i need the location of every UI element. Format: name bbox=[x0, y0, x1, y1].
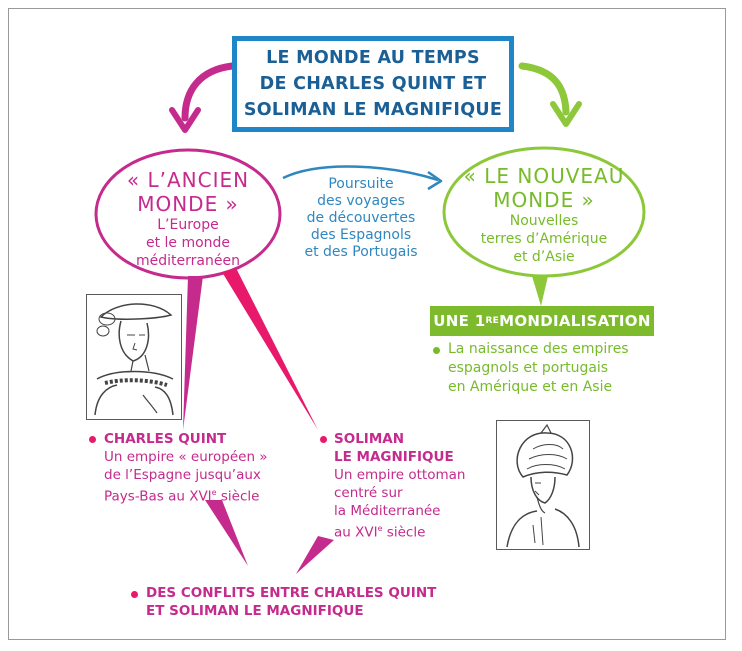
nouveau-subtitle-line: Nouvelles bbox=[509, 213, 579, 229]
charles-century-sup: e bbox=[211, 488, 217, 497]
nouveau-monde-text: « LE NOUVEAU MONDE » Nouvelles terres d’… bbox=[454, 164, 634, 266]
wedge-charles-to-conflits bbox=[205, 500, 248, 566]
charles-line: de l’Espagne jusqu’aux bbox=[104, 467, 261, 483]
ancien-subtitle-line: et le monde bbox=[145, 235, 231, 251]
nouveau-subtitle-line: et d’Asie bbox=[513, 249, 575, 265]
ancien-subtitle-line: L’Europe bbox=[157, 217, 219, 233]
mondialisation-line: en Amérique et en Asie bbox=[448, 379, 613, 395]
banner-text-pre: UNE 1 bbox=[433, 312, 486, 330]
ancien-title-line: MONDE » bbox=[137, 192, 239, 216]
charles-quint-drawing-icon bbox=[94, 303, 174, 416]
soliman-century-sup: e bbox=[377, 524, 383, 533]
soliman-line: la Méditerranée bbox=[334, 503, 441, 519]
soliman-portrait bbox=[496, 420, 590, 550]
wedge-to-soliman bbox=[222, 268, 318, 430]
voyages-line: de découvertes bbox=[306, 210, 416, 226]
conflits-item: DES CONFLITS ENTRE CHARLES QUINT ET SOLI… bbox=[146, 584, 436, 620]
arrow-head-nouveau bbox=[550, 101, 582, 127]
charles-quint-portrait bbox=[86, 294, 182, 420]
arrow-title-to-nouveau bbox=[518, 62, 570, 116]
mondialisation-line: La naissance des empires bbox=[448, 341, 629, 357]
voyages-line: des voyages bbox=[317, 193, 405, 209]
charles-quint-item: CHARLES QUINT Un empire « européen » de … bbox=[104, 430, 268, 506]
arrow-ancien-to-nouveau bbox=[282, 165, 439, 182]
mondialisation-bullet-icon bbox=[433, 347, 440, 354]
voyages-line: des Espagnols bbox=[310, 227, 412, 243]
arrow-head-voyages bbox=[427, 170, 443, 191]
banner-text-post: MONDIALISATION bbox=[499, 312, 651, 330]
voyages-line: et des Portugais bbox=[304, 244, 418, 260]
soliman-bullet-icon bbox=[320, 436, 327, 443]
title-line: DE CHARLES QUINT ET bbox=[259, 74, 487, 94]
nouveau-title-line: « LE NOUVEAU bbox=[463, 164, 625, 188]
voyages-line: Poursuite bbox=[328, 176, 394, 192]
title-line: LE MONDE AU TEMPS bbox=[266, 48, 480, 68]
nouveau-pointer bbox=[532, 276, 548, 306]
soliman-drawing-icon bbox=[506, 423, 580, 548]
wedge-to-charles bbox=[183, 276, 203, 430]
nouveau-title-line: MONDE » bbox=[493, 188, 595, 212]
mondialisation-text: La naissance des empires espagnols et po… bbox=[448, 340, 629, 397]
charles-head: CHARLES QUINT bbox=[104, 431, 227, 447]
soliman-item: SOLIMAN LE MAGNIFIQUE Un empire ottoman … bbox=[334, 430, 465, 542]
soliman-line-century: au XVIe siècle bbox=[334, 520, 465, 542]
arrow-head-ancien bbox=[169, 107, 201, 133]
charles-century-text: Pays-Bas au XVI bbox=[104, 488, 212, 505]
conflits-line: DES CONFLITS ENTRE CHARLES QUINT bbox=[146, 585, 437, 601]
ancien-subtitle-line: méditerranéen bbox=[136, 253, 240, 269]
soliman-head: LE MAGNIFIQUE bbox=[334, 449, 454, 465]
conflits-line: ET SOLIMAN LE MAGNIFIQUE bbox=[146, 603, 364, 619]
soliman-head: SOLIMAN bbox=[334, 431, 405, 447]
mondialisation-line: espagnols et portugais bbox=[448, 360, 609, 376]
voyages-text: Poursuite des voyages de découvertes des… bbox=[286, 176, 436, 261]
soliman-century-text: au XVI bbox=[334, 524, 378, 541]
title-line: SOLIMAN LE MAGNIFIQUE bbox=[243, 100, 503, 120]
soliman-line: Un empire ottoman bbox=[334, 467, 466, 483]
ancien-title-line: « L’ANCIEN bbox=[126, 168, 250, 192]
charles-century-suffix: siècle bbox=[216, 488, 260, 505]
charles-line: Un empire « européen » bbox=[104, 449, 268, 465]
conflits-bullet-icon bbox=[131, 591, 138, 598]
arrow-title-to-ancien bbox=[181, 62, 236, 122]
main-title-box: LE MONDE AU TEMPS DE CHARLES QUINT ET SO… bbox=[227, 33, 514, 139]
wedge-soliman-to-conflits bbox=[296, 536, 334, 574]
charles-line-century: Pays-Bas au XVIe siècle bbox=[104, 484, 268, 506]
soliman-line: centré sur bbox=[334, 485, 403, 501]
banner-text-sup: RE bbox=[485, 316, 500, 326]
soliman-century-suffix: siècle bbox=[382, 524, 426, 541]
nouveau-subtitle-line: terres d’Amérique bbox=[480, 231, 608, 247]
charles-bullet-icon bbox=[89, 436, 96, 443]
ancien-monde-text: « L’ANCIEN MONDE » L’Europe et le monde … bbox=[108, 168, 268, 270]
